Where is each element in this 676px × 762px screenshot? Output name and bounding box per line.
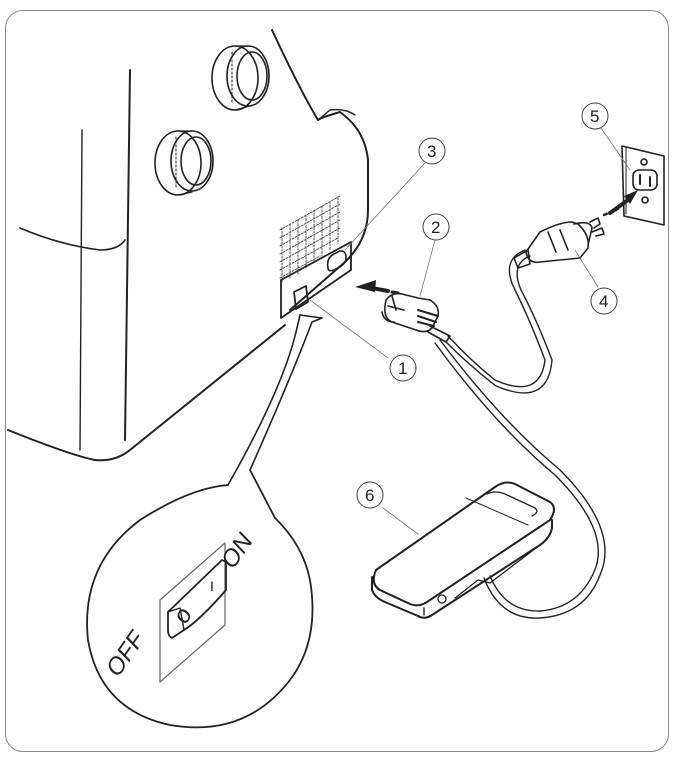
switch-on-symbol: I	[210, 578, 214, 594]
power-switch[interactable]	[293, 285, 309, 310]
callout-4: 4	[574, 249, 618, 315]
callout-3: 3	[344, 137, 446, 251]
figure-frame	[5, 10, 669, 752]
svg-text:6: 6	[365, 486, 374, 505]
svg-text:3: 3	[427, 142, 436, 161]
foot-control	[371, 481, 555, 619]
socket-panel	[280, 241, 352, 319]
callout-5: 5	[581, 102, 631, 171]
callouts: 1 2 3 4 5 6	[309, 102, 631, 535]
bottom-knob	[154, 130, 214, 196]
top-knob	[211, 45, 270, 111]
switch-off-label: OFF	[101, 626, 151, 682]
switch-detail-inset: o I OFF ON	[86, 469, 314, 729]
switch-zoom-arrow	[227, 314, 323, 486]
svg-text:5: 5	[590, 107, 599, 126]
svg-text:4: 4	[599, 292, 608, 311]
callout-6: 6	[356, 481, 419, 535]
power-supply-plug	[513, 217, 605, 269]
insert-arrow-outlet	[602, 190, 638, 217]
svg-text:1: 1	[398, 359, 407, 378]
callout-2: 2	[419, 213, 450, 297]
switch-on-label: ON	[216, 528, 259, 574]
machine-plug	[381, 292, 451, 343]
callout-1: 1	[309, 299, 417, 382]
power-cords	[434, 249, 606, 619]
machine-socket[interactable]	[326, 250, 347, 272]
insert-arrow-machine	[355, 280, 400, 295]
switch-off-symbol: o	[168, 603, 198, 628]
wall-outlet	[621, 145, 665, 226]
rocker-switch[interactable]	[167, 559, 227, 639]
vent-grille	[279, 195, 341, 283]
svg-text:2: 2	[431, 218, 440, 237]
